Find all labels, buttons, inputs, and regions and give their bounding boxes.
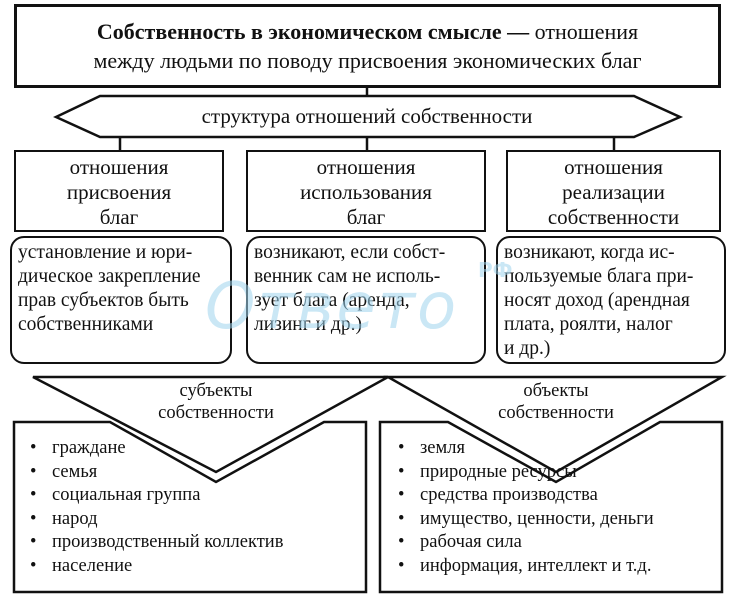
list-item: информация, интеллект и т.д. bbox=[390, 555, 720, 579]
description-line: и др.) bbox=[504, 338, 551, 359]
description-line: лизинг и др.) bbox=[254, 314, 362, 335]
title-bold: Собственность в экономическом смысле — bbox=[96, 19, 530, 44]
heading-line: отношения bbox=[564, 154, 663, 179]
list-item: население bbox=[22, 555, 362, 579]
description-line: дическое закрепление bbox=[18, 266, 201, 287]
heading-line: благ bbox=[99, 204, 139, 229]
list-item: народ bbox=[22, 508, 362, 532]
heading-line: реализации bbox=[562, 179, 665, 204]
description-line: прав субъектов быть bbox=[18, 290, 189, 311]
structure-label: структура отношений собственности bbox=[201, 104, 533, 128]
objects-triangle bbox=[383, 375, 727, 474]
objects-label-line: собственности bbox=[498, 403, 614, 423]
column-description-appropriation: установление и юри- дическое закрепление… bbox=[10, 236, 232, 364]
list-item: граждане bbox=[22, 437, 362, 461]
title-rest: отношения bbox=[529, 19, 639, 44]
heading-line: использования bbox=[300, 179, 432, 204]
column-description-usage: возникают, если собст- венник сам не исп… bbox=[246, 236, 486, 364]
description-line: возникают, когда ис- bbox=[504, 242, 675, 263]
list-item: социальная группа bbox=[22, 484, 362, 508]
subjects-label-line: субъекты bbox=[179, 381, 253, 401]
subjects-label-line: собственности bbox=[158, 403, 274, 423]
objects-label-line: объекты bbox=[523, 381, 589, 401]
heading-line: собственности bbox=[547, 204, 680, 229]
heading-line: отношения bbox=[316, 154, 416, 179]
column-heading-realization: отношения реализации собственности bbox=[506, 150, 721, 232]
description-line: зует блага (аренда, bbox=[254, 290, 410, 311]
list-item: земля bbox=[390, 437, 720, 461]
list-item: природные ресурсы bbox=[390, 461, 720, 485]
subjects-triangle bbox=[32, 375, 389, 474]
structure-arrow-shape bbox=[53, 94, 684, 139]
description-line: собственниками bbox=[18, 314, 154, 335]
list-item: рабочая сила bbox=[390, 531, 720, 555]
title-box: Собственность в экономическом смысле — о… bbox=[14, 4, 721, 88]
objects-label: объекты собственности bbox=[468, 380, 644, 424]
objects-box bbox=[378, 420, 724, 594]
list-item: производственный коллектив bbox=[22, 531, 362, 555]
heading-line: отношения bbox=[69, 154, 169, 179]
list-item: семья bbox=[22, 461, 362, 485]
description-line: возникают, если собст- bbox=[254, 242, 446, 263]
description-line: пользуемые блага при- bbox=[504, 266, 694, 287]
subjects-list: граждане семья социальная группа народ п… bbox=[22, 437, 362, 578]
list-item: средства производства bbox=[390, 484, 720, 508]
description-line: венник сам не исполь- bbox=[254, 266, 441, 287]
description-line: носят доход (арендная bbox=[504, 290, 690, 311]
description-line: установление и юри- bbox=[18, 242, 193, 263]
heading-line: благ bbox=[346, 204, 386, 229]
subjects-box bbox=[12, 420, 368, 594]
list-item: имущество, ценности, деньги bbox=[390, 508, 720, 532]
description-line: плата, роялти, налог bbox=[504, 314, 673, 335]
column-heading-usage: отношения использования благ bbox=[246, 150, 486, 232]
heading-line: присвоения bbox=[66, 179, 172, 204]
title-line-1: Собственность в экономическом смысле — о… bbox=[97, 17, 638, 46]
column-heading-appropriation: отношения присвоения благ bbox=[14, 150, 224, 232]
title-line-2: между людьми по поводу присвоения эконом… bbox=[93, 48, 642, 73]
objects-list: земля природные ресурсы средства произво… bbox=[390, 437, 720, 578]
subjects-label: субъекты собственности bbox=[130, 380, 302, 424]
column-description-realization: возникают, когда ис- пользуемые блага пр… bbox=[496, 236, 726, 364]
